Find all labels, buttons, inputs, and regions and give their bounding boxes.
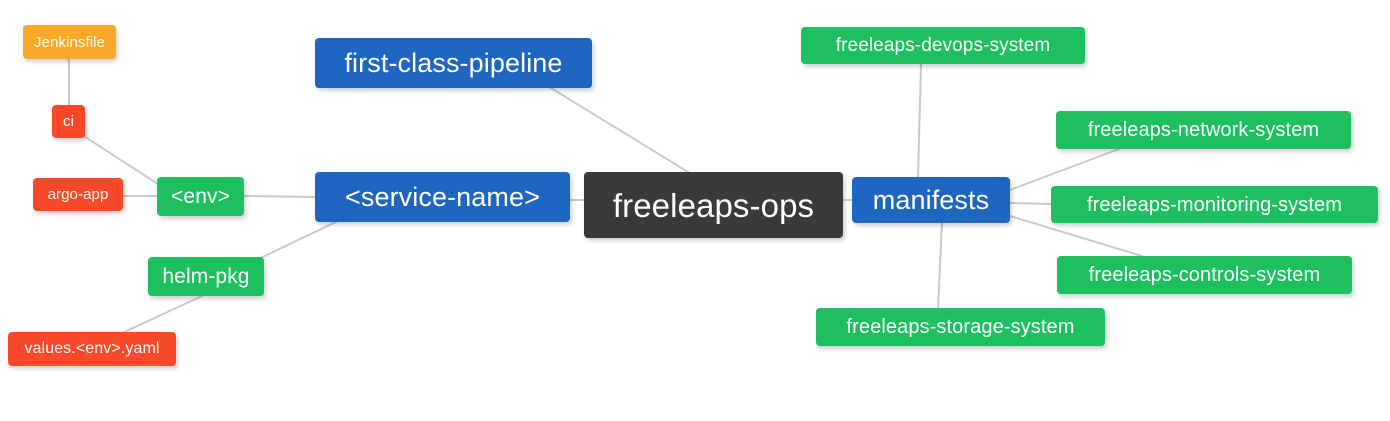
node-manifests[interactable]: manifests <box>852 177 1010 223</box>
node-freeleaps-network-system[interactable]: freeleaps-network-system <box>1056 111 1351 149</box>
node-service-name[interactable]: <service-name> <box>315 172 570 222</box>
node-first-class-pipeline[interactable]: first-class-pipeline <box>315 38 592 88</box>
node-label: freeleaps-controls-system <box>1088 264 1321 286</box>
edge-manifests-to-freeleaps-devops-system <box>917 63 922 178</box>
node-label: manifests <box>872 184 990 215</box>
node-label: freeleaps-storage-system <box>846 316 1075 338</box>
node-label: <env> <box>171 185 230 208</box>
node-freeleaps-devops-system[interactable]: freeleaps-devops-system <box>801 27 1085 64</box>
node-helm-pkg[interactable]: helm-pkg <box>148 257 264 296</box>
node-freeleaps-controls-system[interactable]: freeleaps-controls-system <box>1057 256 1352 294</box>
node-label: freeleaps-devops-system <box>835 35 1051 56</box>
node-argo-app[interactable]: argo-app <box>33 178 123 211</box>
node-values-env-yaml[interactable]: values.<env>.yaml <box>8 332 176 366</box>
edge-manifests-to-freeleaps-storage-system <box>937 222 943 309</box>
edge-manifests-to-freeleaps-controls-system <box>1009 215 1143 257</box>
node-label: helm-pkg <box>162 265 250 288</box>
node-freeleaps-storage-system[interactable]: freeleaps-storage-system <box>816 308 1105 346</box>
node-label: freeleaps-ops <box>612 186 815 224</box>
node-label: freeleaps-monitoring-system <box>1086 193 1342 216</box>
edge-helm-pkg-to-values-env-yaml <box>119 295 203 335</box>
edge-manifests-to-freeleaps-network-system <box>1009 148 1120 191</box>
node-label: Jenkinsfile <box>33 33 106 51</box>
edge-first-class-pipeline-to-freeleaps-ops <box>550 87 689 173</box>
node-label: ci <box>62 113 75 130</box>
node-label: values.<env>.yaml <box>24 340 160 357</box>
edge-manifests-to-freeleaps-monitoring-system <box>1009 202 1052 205</box>
node-label: argo-app <box>47 186 109 203</box>
node-label: <service-name> <box>345 181 540 212</box>
node-ci[interactable]: ci <box>52 105 85 138</box>
edge-ci-to-env <box>75 130 162 187</box>
node-env[interactable]: <env> <box>157 177 244 216</box>
node-freeleaps-monitoring-system[interactable]: freeleaps-monitoring-system <box>1051 186 1378 223</box>
edge-env-to-service-name <box>243 195 316 198</box>
node-freeleaps-ops[interactable]: freeleaps-ops <box>584 172 843 238</box>
node-label: freeleaps-network-system <box>1087 119 1320 141</box>
node-jenkinsfile[interactable]: Jenkinsfile <box>23 25 116 59</box>
node-label: first-class-pipeline <box>344 47 563 78</box>
edge-service-name-to-helm-pkg <box>251 221 337 263</box>
